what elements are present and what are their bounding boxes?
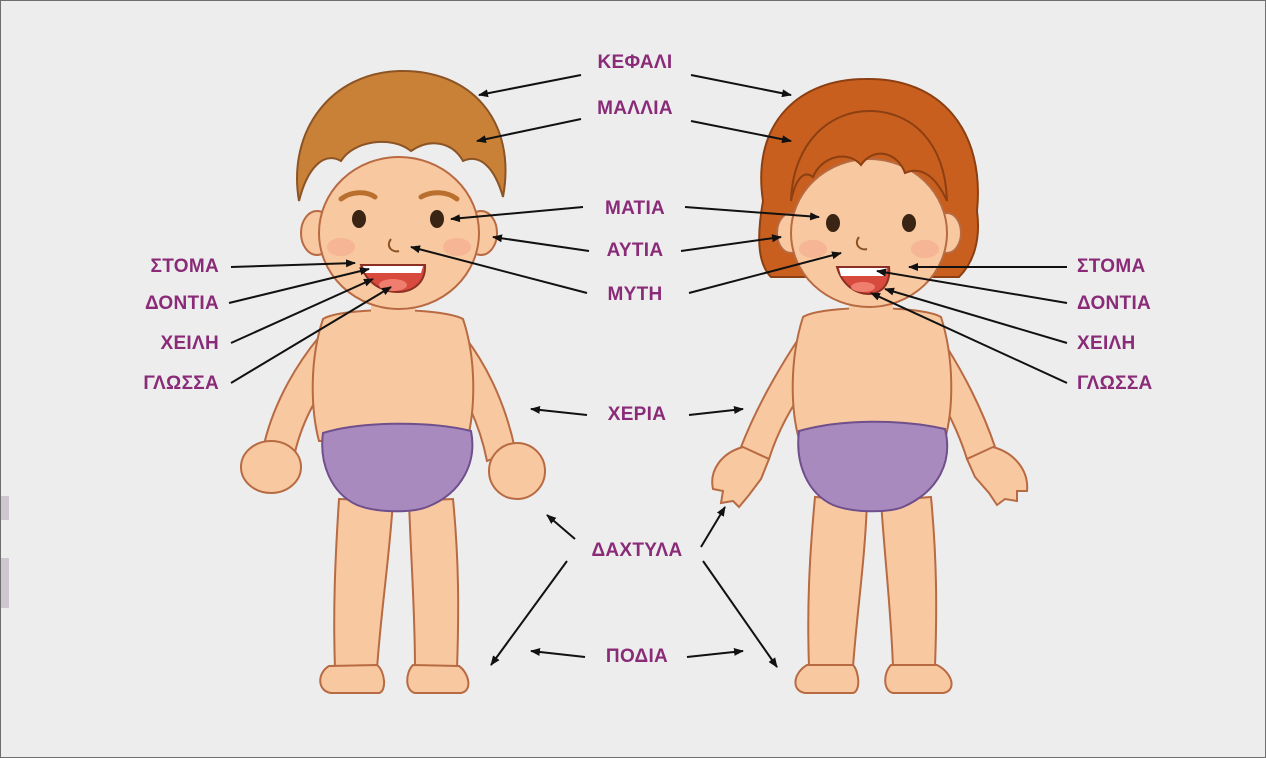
label-right-tongue: ΓΛΩΣΣΑ xyxy=(1077,373,1153,395)
label-ears: ΑΥΤΙΑ xyxy=(607,240,664,262)
label-eyes: ΜΑΤΙΑ xyxy=(605,198,665,220)
label-nose: ΜΥΤΗ xyxy=(607,284,662,306)
label-head: ΚΕΦΑΛΙ xyxy=(598,52,673,74)
label-left-tongue: ΓΛΩΣΣΑ xyxy=(143,373,219,395)
label-left-lips: ΧΕΙΛΗ xyxy=(160,333,219,355)
label-right-mouth: ΣΤΟΜΑ xyxy=(1077,256,1146,278)
label-feet: ΠΟΔΙΑ xyxy=(606,646,668,668)
label-left-teeth: ΔΟΝΤΙΑ xyxy=(145,293,219,315)
label-left-mouth: ΣΤΟΜΑ xyxy=(151,256,220,278)
label-right-teeth: ΔΟΝΤΙΑ xyxy=(1077,293,1151,315)
girl-figure xyxy=(712,79,1027,693)
label-hair: ΜΑΛΛΙΑ xyxy=(597,98,673,120)
boy-figure xyxy=(241,71,545,693)
label-right-lips: ΧΕΙΛΗ xyxy=(1077,333,1136,355)
label-hands: ΧΕΡΙΑ xyxy=(608,404,667,426)
label-fingers: ΔΑΧΤΥΛΑ xyxy=(591,540,682,562)
